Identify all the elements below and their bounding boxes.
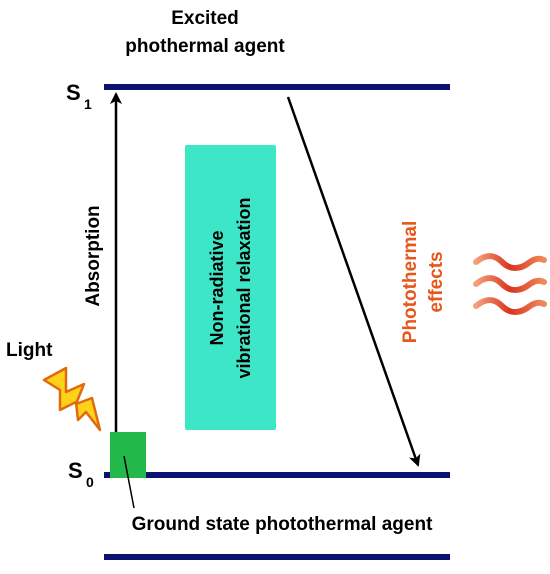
s0-energy-level xyxy=(104,472,450,478)
ground-state-pointer-line xyxy=(123,455,135,509)
photothermal-effects-label-line1: Photothermal xyxy=(400,221,421,343)
relaxation-label-line1: Non-radiative xyxy=(207,230,227,345)
bottom-energy-level xyxy=(104,554,450,560)
s1-letter: S xyxy=(66,80,81,105)
light-label: Light xyxy=(6,340,53,361)
absorption-label: Absorption xyxy=(83,205,104,306)
s1-label: S 1 xyxy=(66,80,92,112)
ground-state-label: Ground state photothermal agent xyxy=(132,514,434,535)
s0-label: S 0 xyxy=(68,458,94,490)
s1-energy-level xyxy=(104,84,450,90)
relaxation-arrow xyxy=(286,96,421,467)
relaxation-label-line2: vibrational relaxation xyxy=(234,197,254,378)
excited-state-label-line2: phothermal agent xyxy=(125,36,285,57)
heat-wave-top xyxy=(473,253,547,271)
ground-state-agent-box xyxy=(110,432,146,478)
heat-wave-bottom xyxy=(473,297,547,315)
relaxation-box xyxy=(185,145,276,430)
s0-letter: S xyxy=(68,458,83,483)
lightning-bolt-icon xyxy=(42,366,102,432)
heat-wave-middle xyxy=(473,275,547,293)
heat-waves-icon xyxy=(473,253,547,315)
s1-subscript: 1 xyxy=(84,96,92,112)
photothermal-effects-label-line2: effects xyxy=(426,251,447,312)
excited-state-label-line1: Excited xyxy=(171,8,239,29)
s0-subscript: 0 xyxy=(86,474,94,490)
